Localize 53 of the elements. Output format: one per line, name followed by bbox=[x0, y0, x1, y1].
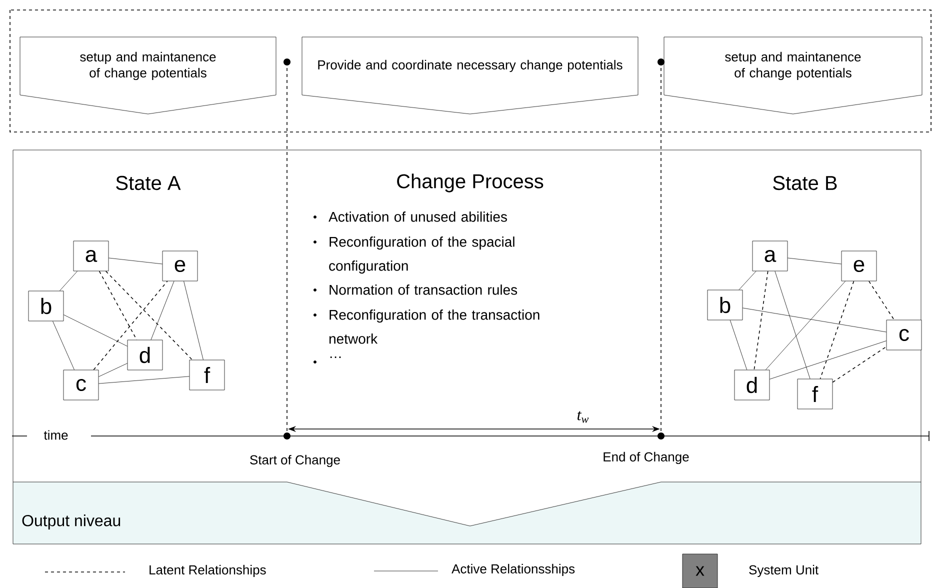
legend-label: System Unit bbox=[749, 564, 818, 578]
latent-relationship bbox=[868, 280, 894, 320]
relationship-line bbox=[770, 340, 886, 380]
bullet-item: Reconfiguration of the transaction network bbox=[329, 310, 540, 344]
heading: State B bbox=[773, 176, 837, 190]
relationship-line bbox=[150, 281, 174, 340]
latent-relationship bbox=[820, 280, 854, 380]
unit-box: a bbox=[73, 240, 109, 272]
legend-label: Active Relationsships bbox=[452, 564, 575, 576]
unit-box: b bbox=[28, 290, 64, 322]
relationship-line bbox=[52, 321, 74, 370]
heading: Change Process bbox=[397, 174, 544, 192]
latent-relationship bbox=[105, 270, 193, 360]
unit-box: b bbox=[707, 290, 743, 320]
unit-box: c bbox=[886, 320, 922, 350]
relationship-line bbox=[108, 258, 162, 264]
relationship-line bbox=[64, 314, 128, 346]
bullet-item: Activation of unused abilities bbox=[328, 212, 507, 222]
arrow-box: setup and maintanence of change potentials bbox=[20, 36, 276, 114]
latent-relationship bbox=[832, 346, 887, 383]
arrow-box: setup and maintanence of change potentials bbox=[664, 36, 922, 114]
marker-label: End of Change bbox=[604, 452, 689, 464]
legend-label: Latent Relationships bbox=[150, 564, 266, 578]
latent-relationship bbox=[93, 280, 168, 370]
relationship-line bbox=[184, 281, 204, 360]
bullet-item: Reconfiguration of the spacial configuration bbox=[329, 236, 514, 274]
dimension-label: t$_{w}$ bbox=[578, 411, 589, 423]
band-label: Output niveau bbox=[22, 514, 120, 530]
unit-box: c bbox=[63, 370, 99, 400]
relationship-line bbox=[738, 271, 756, 290]
unit-box: d bbox=[734, 370, 770, 400]
unit-box: e bbox=[841, 250, 877, 282]
latent-relationship bbox=[98, 270, 138, 340]
unit-box: a bbox=[752, 240, 788, 272]
relationship-line bbox=[98, 376, 190, 384]
relationship-line bbox=[788, 258, 842, 264]
unit-box: f bbox=[797, 378, 833, 410]
latent-relationship bbox=[754, 270, 768, 370]
relationship-line bbox=[742, 308, 886, 332]
arrow-box: Provide and coordinate necessary change potentials bbox=[302, 36, 638, 114]
unit-box: d bbox=[127, 340, 163, 370]
heading: State A bbox=[116, 176, 181, 190]
relationship-line bbox=[730, 320, 748, 370]
marker-label: Start of Change bbox=[250, 454, 340, 468]
unit-box: f bbox=[189, 360, 225, 390]
unit-box: e bbox=[162, 250, 198, 282]
relationship-line bbox=[774, 271, 810, 379]
relationship-line bbox=[765, 281, 846, 370]
relationship-line bbox=[98, 363, 128, 377]
bullet-item: Normation of transaction rules bbox=[330, 284, 518, 295]
relationship-line bbox=[59, 271, 78, 291]
bullet-item: … bbox=[330, 356, 341, 358]
axis-label: time bbox=[44, 430, 68, 440]
